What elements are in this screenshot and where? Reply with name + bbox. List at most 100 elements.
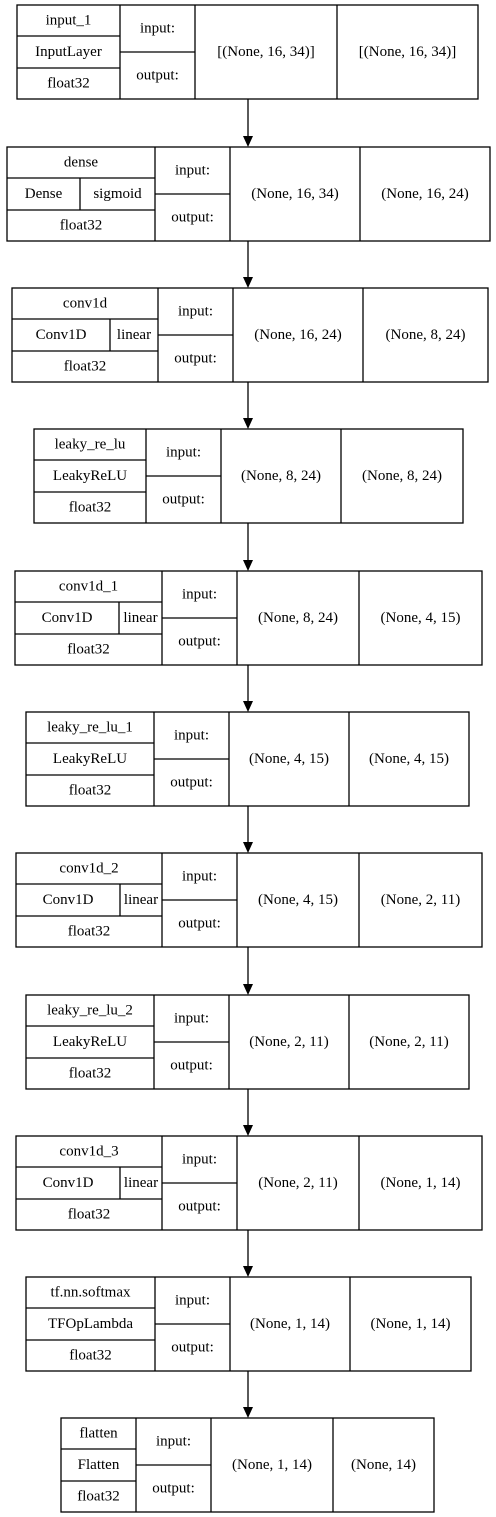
input-shape: (None, 2, 11) [258, 1175, 337, 1191]
layer-class: Conv1D [36, 327, 87, 343]
arrow-head [243, 277, 253, 288]
layer-name: leaky_re_lu [55, 437, 126, 453]
connection-arrow [243, 1371, 253, 1418]
input-shape: [(None, 16, 34)] [217, 44, 314, 60]
connection-arrow [243, 1230, 253, 1277]
layer-dtype: float32 [68, 923, 111, 939]
input-label: input: [174, 1011, 209, 1027]
connection-arrow [243, 523, 253, 571]
layer-activation: linear [124, 1175, 158, 1191]
layer-name: conv1d_2 [59, 861, 118, 877]
layer-dtype: float32 [60, 217, 103, 233]
arrow-head [243, 418, 253, 429]
layer-dtype: float32 [77, 1488, 120, 1504]
layer-dtype: float32 [47, 75, 90, 91]
layer-class: TFOpLambda [48, 1316, 133, 1332]
input-shape: (None, 4, 15) [258, 892, 338, 908]
layer-name: conv1d_1 [59, 579, 118, 595]
connection-arrow [243, 99, 253, 147]
connection-arrow [243, 947, 253, 995]
input-label: input: [182, 1152, 217, 1168]
arrow-head [243, 701, 253, 712]
layer-class: Conv1D [42, 610, 93, 626]
output-shape: (None, 16, 24) [381, 186, 468, 202]
layer-activation: sigmoid [93, 186, 142, 202]
output-label: output: [178, 916, 221, 932]
output-shape: (None, 1, 14) [381, 1175, 461, 1191]
output-label: output: [152, 1481, 195, 1497]
layer-name: flatten [79, 1426, 118, 1442]
layer-box [25, 711, 470, 807]
arrow-head [243, 1266, 253, 1277]
layer-box [33, 428, 464, 524]
connection-arrow [243, 665, 253, 712]
input-label: input: [175, 1293, 210, 1309]
layer-class: LeakyReLU [53, 1034, 127, 1050]
arrow-head [243, 1125, 253, 1136]
connection-arrow [243, 1089, 253, 1136]
layer-class: Conv1D [43, 1175, 94, 1191]
arrow-head [243, 1407, 253, 1418]
output-label: output: [171, 1340, 214, 1356]
layer-box [15, 852, 483, 948]
output-shape: (None, 4, 15) [369, 751, 449, 767]
layer-box [15, 1135, 483, 1231]
output-shape: (None, 8, 24) [386, 327, 466, 343]
layer-dtype: float32 [69, 499, 112, 515]
layer-box [60, 1417, 435, 1513]
layer-node: input_1InputLayerfloat32input:output:[(N… [16, 4, 479, 100]
layer-box [6, 146, 491, 242]
input-label: input: [178, 304, 213, 320]
layer-class: Conv1D [43, 892, 94, 908]
layer-name: tf.nn.softmax [51, 1285, 131, 1301]
input-shape: (None, 2, 11) [249, 1034, 328, 1050]
input-label: input: [166, 445, 201, 461]
layer-node: leaky_re_lu_2LeakyReLUfloat32input:outpu… [25, 994, 470, 1090]
output-label: output: [170, 775, 213, 791]
layer-activation: linear [123, 610, 157, 626]
layer-dtype: float32 [69, 1065, 112, 1081]
connection-arrow [243, 806, 253, 853]
output-shape: (None, 2, 11) [381, 892, 460, 908]
output-label: output: [174, 351, 217, 367]
arrow-head [243, 560, 253, 571]
layer-node: flattenFlattenfloat32input:output:(None,… [60, 1417, 435, 1513]
layer-box [16, 4, 479, 100]
layer-name: conv1d_3 [59, 1144, 118, 1160]
layer-dtype: float32 [67, 641, 110, 657]
layer-box [25, 1276, 472, 1372]
layer-class: Flatten [78, 1457, 120, 1473]
output-label: output: [170, 1058, 213, 1074]
layer-activation: linear [124, 892, 158, 908]
layer-name: dense [64, 155, 98, 171]
output-shape: (None, 2, 11) [369, 1034, 448, 1050]
layer-name: leaky_re_lu_1 [47, 720, 133, 736]
layer-node: leaky_re_luLeakyReLUfloat32input:output:… [33, 428, 464, 524]
input-label: input: [140, 21, 175, 37]
arrow-head [243, 842, 253, 853]
layer-class: LeakyReLU [53, 751, 127, 767]
output-label: output: [178, 634, 221, 650]
layer-dtype: float32 [69, 782, 112, 798]
input-label: input: [182, 869, 217, 885]
arrow-head [243, 984, 253, 995]
layer-class: InputLayer [35, 44, 102, 60]
layer-box [14, 570, 483, 666]
layer-dtype: float32 [64, 358, 107, 374]
input-shape: (None, 16, 34) [251, 186, 338, 202]
output-label: output: [178, 1199, 221, 1215]
input-label: input: [175, 163, 210, 179]
output-shape: (None, 14) [351, 1457, 416, 1473]
layer-dtype: float32 [69, 1347, 112, 1363]
input-label: input: [174, 728, 209, 744]
output-shape: [(None, 16, 34)] [359, 44, 456, 60]
layer-box [11, 287, 489, 383]
output-label: output: [171, 210, 214, 226]
